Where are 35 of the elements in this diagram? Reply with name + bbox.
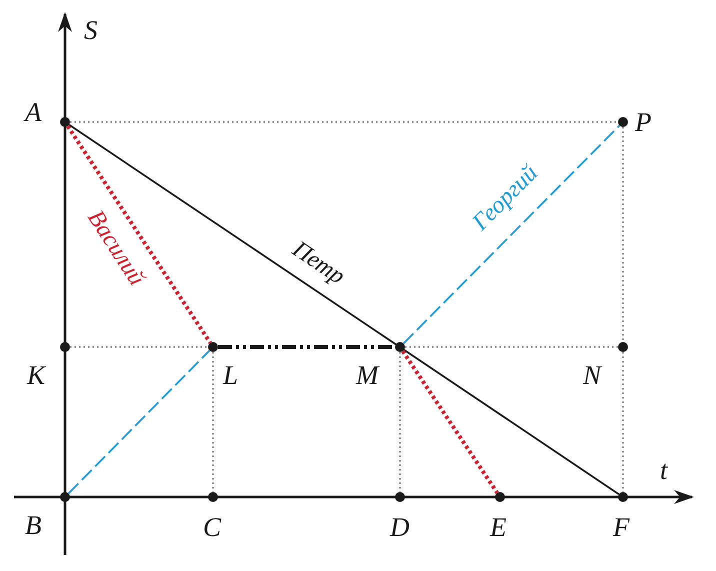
- point-label: C: [203, 513, 222, 541]
- grid-line: [404, 346, 618, 348]
- graph-line: [402, 124, 620, 344]
- point-label: B: [25, 511, 42, 539]
- point-dot: [618, 342, 628, 352]
- axis-label: S: [84, 16, 98, 44]
- graph-line: [218, 345, 395, 349]
- point-dot: [60, 492, 70, 502]
- graph-line: [66, 125, 212, 344]
- point-dot: [60, 342, 70, 352]
- point-dot: [618, 492, 628, 502]
- point-label: N: [583, 361, 602, 389]
- axis-label: t: [660, 456, 668, 484]
- graph-line: [68, 350, 210, 494]
- point-dot: [495, 492, 505, 502]
- point-dot: [208, 342, 218, 352]
- point-dot: [395, 342, 405, 352]
- point-label: L: [223, 361, 238, 389]
- point-label: M: [356, 361, 378, 389]
- grid-line: [622, 352, 624, 492]
- graph-line: [68, 124, 620, 495]
- point-dot: [208, 492, 218, 502]
- point-label: D: [390, 513, 410, 541]
- point-label: E: [490, 513, 506, 541]
- point-label: K: [27, 361, 46, 389]
- point-dot: [395, 492, 405, 502]
- point-label: P: [635, 108, 652, 136]
- graph-line: [401, 350, 499, 494]
- grid-line: [212, 352, 214, 492]
- grid-line: [622, 126, 624, 342]
- point-dot: [60, 117, 70, 127]
- point-dot: [618, 117, 628, 127]
- point-label: A: [25, 98, 42, 126]
- grid-line: [70, 346, 208, 348]
- point-label: F: [613, 513, 630, 541]
